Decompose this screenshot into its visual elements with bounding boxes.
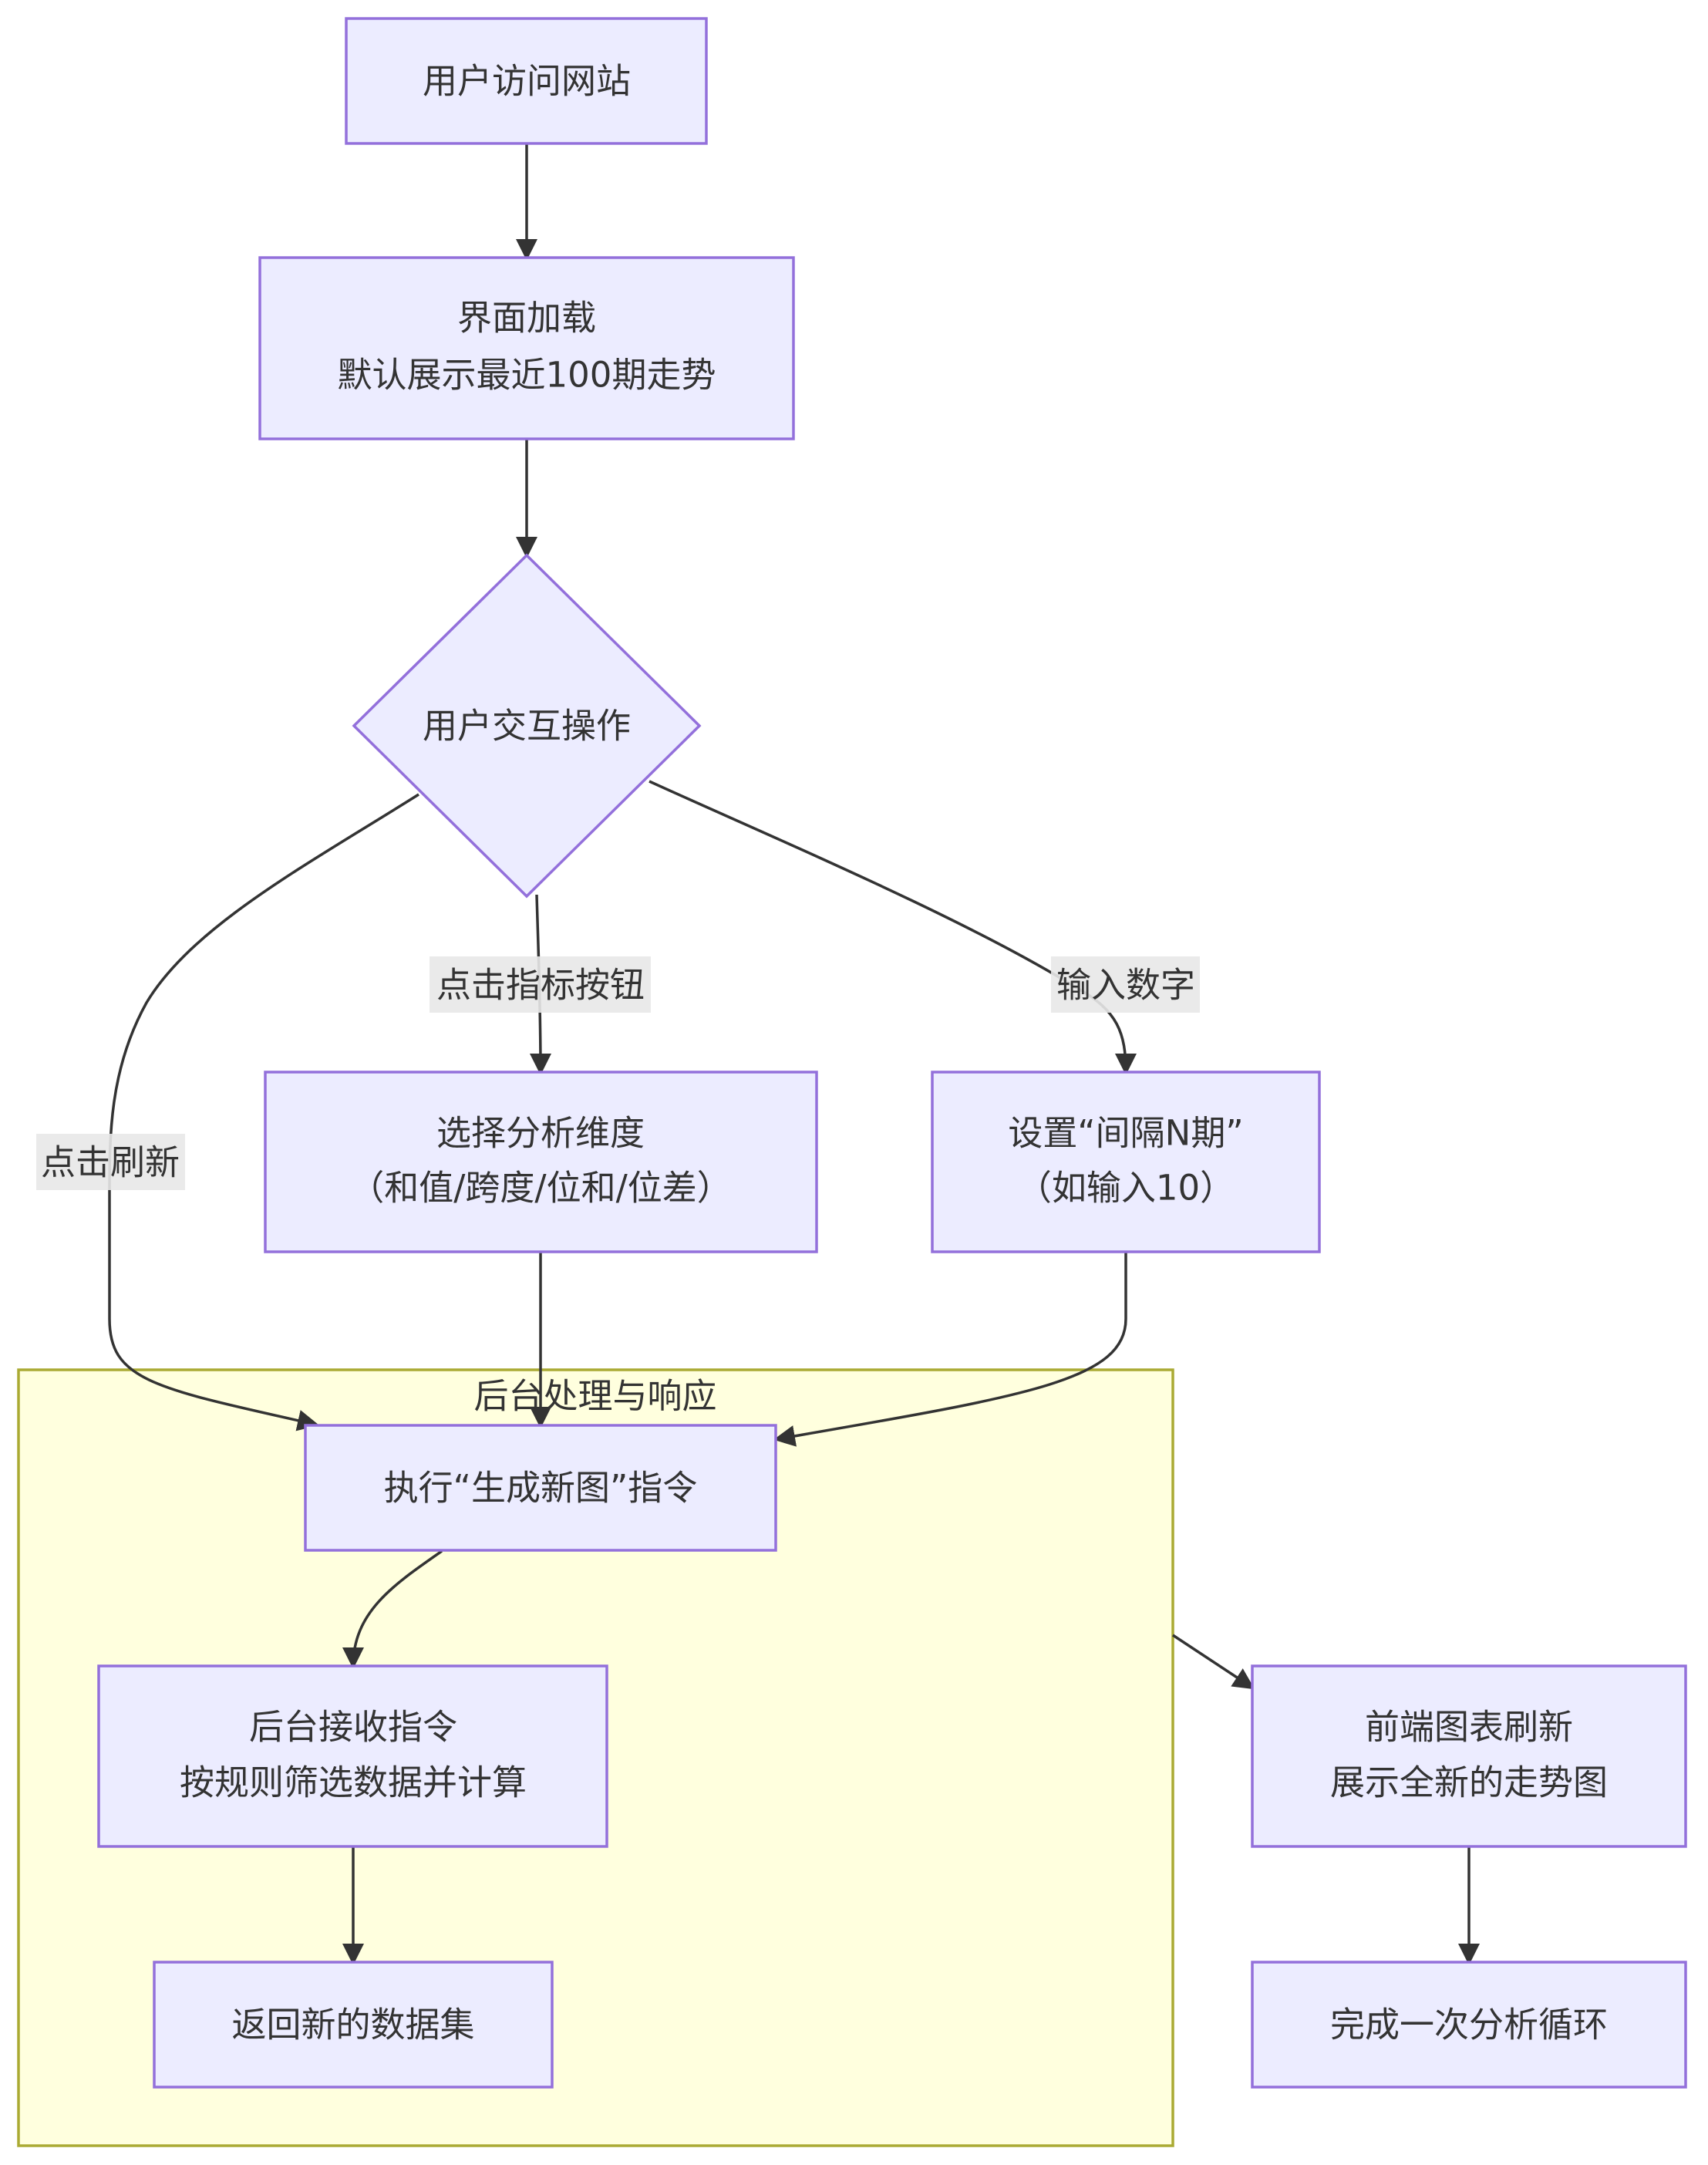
node-return-text: 返回新的数据集 bbox=[231, 2005, 474, 2045]
edge-label-click-indicator-text: 点击指标按钮 bbox=[436, 965, 645, 1006]
edge-interval-to-execute bbox=[773, 1252, 1127, 1447]
node-load: 界面加载 默认展示最近100期走势 bbox=[258, 256, 795, 440]
node-interval-text-line1: 设置“间隔N期” bbox=[1008, 1113, 1243, 1154]
node-refresh-text-line2: 展示全新的走势图 bbox=[1330, 1762, 1608, 1803]
edge-execute-to-receive bbox=[342, 1550, 443, 1669]
node-interact: 用户交互操作 bbox=[352, 553, 702, 899]
node-return: 返回新的数据集 bbox=[153, 1961, 554, 2089]
node-interact-diamond bbox=[352, 553, 702, 899]
edge-label-click-refresh: 点击刷新 bbox=[36, 1134, 185, 1190]
edge-label-input-number-text: 输入数字 bbox=[1056, 965, 1195, 1006]
node-interval-box bbox=[931, 1071, 1321, 1253]
node-receive-box bbox=[97, 1664, 608, 1848]
node-execute-box bbox=[304, 1424, 777, 1552]
node-visit: 用户访问网站 bbox=[345, 17, 708, 145]
edge-cluster-to-refresh bbox=[1172, 1634, 1255, 1690]
node-refresh-text-line1: 前端图表刷新 bbox=[1365, 1707, 1573, 1748]
edge-interact-to-execute bbox=[108, 793, 419, 1432]
node-load-text-line2: 默认展示最近100期走势 bbox=[338, 355, 716, 396]
node-receive-text-line2: 按规则筛选数据并计算 bbox=[180, 1762, 527, 1803]
nodes: 用户访问网站 界面加载 默认展示最近100期走势 用户交互操作 选择分析维度 （… bbox=[97, 17, 1687, 2089]
edge-labels: 点击指标按钮 输入数字 点击刷新 bbox=[36, 956, 1200, 1190]
node-complete-text: 完成一次分析循环 bbox=[1330, 2005, 1608, 2045]
node-visit-text: 用户访问网站 bbox=[423, 61, 631, 102]
node-complete: 完成一次分析循环 bbox=[1251, 1961, 1687, 2089]
node-interact-text: 用户交互操作 bbox=[423, 706, 631, 747]
node-dimension-text-line1: 选择分析维度 bbox=[436, 1113, 645, 1154]
node-receive: 后台接收指令 按规则筛选数据并计算 bbox=[97, 1664, 608, 1848]
node-refresh: 前端图表刷新 展示全新的走势图 bbox=[1251, 1664, 1687, 1848]
edges bbox=[108, 143, 1480, 1965]
cluster-backend-title: 后台处理与响应 bbox=[473, 1376, 716, 1417]
node-interval: 设置“间隔N期” （如输入10） bbox=[931, 1071, 1321, 1253]
node-visit-box bbox=[345, 17, 708, 145]
node-dimension: 选择分析维度 （和值/跨度/位和/位差） bbox=[264, 1071, 818, 1253]
node-refresh-box bbox=[1251, 1664, 1687, 1848]
node-interval-text-line2: （如输入10） bbox=[1017, 1168, 1235, 1209]
edge-interact-to-interval bbox=[649, 780, 1137, 1075]
node-receive-text-line1: 后台接收指令 bbox=[249, 1707, 457, 1748]
node-dimension-box bbox=[264, 1071, 818, 1253]
edge-label-click-indicator: 点击指标按钮 bbox=[430, 956, 651, 1013]
node-execute: 执行“生成新图”指令 bbox=[304, 1424, 777, 1552]
edge-label-input-number: 输入数字 bbox=[1051, 956, 1200, 1013]
node-return-box bbox=[153, 1961, 554, 2089]
node-load-box bbox=[258, 256, 795, 440]
edge-label-click-refresh-text: 点击刷新 bbox=[41, 1142, 180, 1183]
node-execute-text: 执行“生成新图”指令 bbox=[384, 1468, 698, 1509]
node-dimension-text-line2: （和值/跨度/位和/位差） bbox=[349, 1168, 731, 1209]
node-load-text-line1: 界面加载 bbox=[457, 298, 596, 339]
node-complete-box bbox=[1251, 1961, 1687, 2089]
